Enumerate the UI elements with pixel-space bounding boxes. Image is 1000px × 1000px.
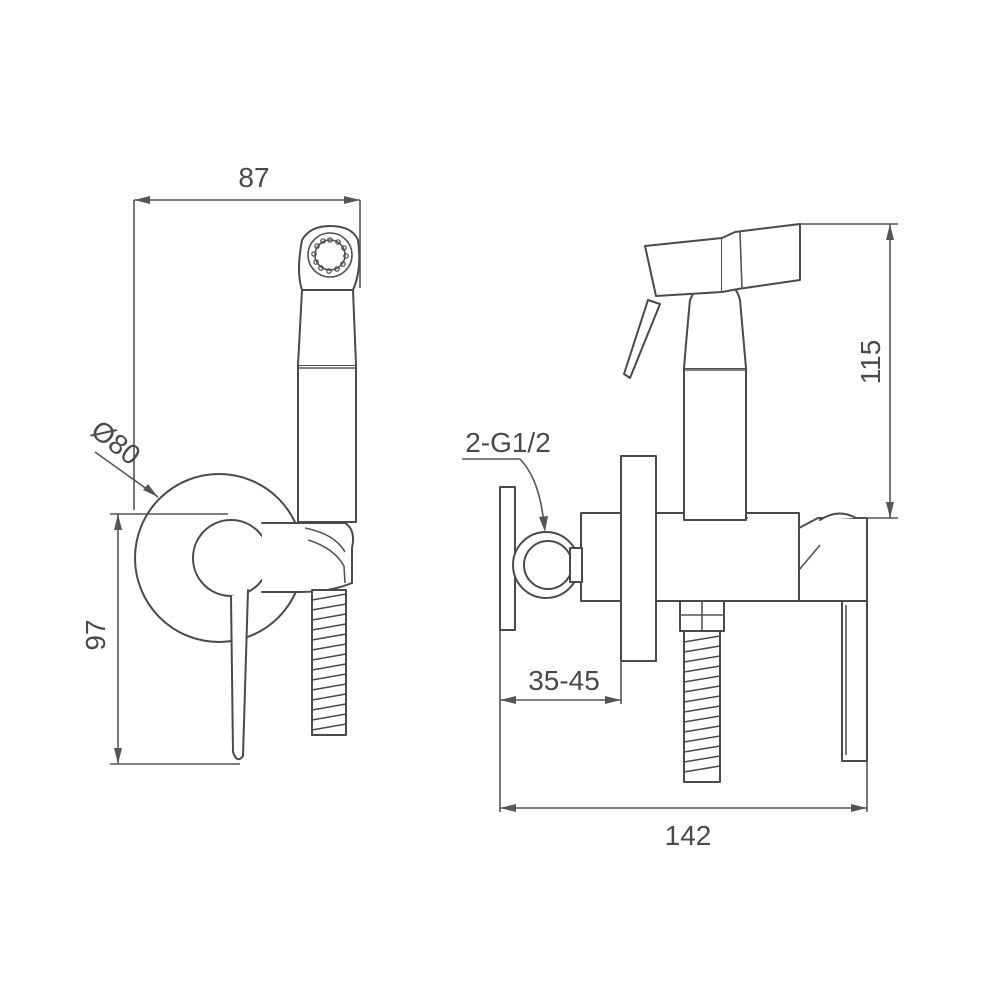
- dim-label-diameter: Ø80: [85, 414, 146, 471]
- hand-shower-head: [298, 225, 361, 291]
- front-view: 87 Ø80 97: [80, 162, 361, 765]
- hand-shower-body: [297, 364, 357, 523]
- shower-holder: [261, 522, 355, 593]
- spray-nozzles: [311, 237, 349, 274]
- mixer-knob: [192, 519, 270, 597]
- dim-label-97: 97: [80, 619, 111, 650]
- thread-callout: 2-G1/2: [462, 427, 551, 532]
- valve-body: [655, 512, 800, 602]
- dimension-87: 87: [133, 162, 361, 510]
- dimension-115: 115: [800, 223, 898, 519]
- thread-label: 2-G1/2: [465, 427, 551, 458]
- handle-housing: [798, 517, 868, 602]
- hose-side: [683, 630, 721, 783]
- dim-label-142: 142: [665, 820, 712, 851]
- sprayer-trigger: [623, 299, 661, 379]
- hand-shower-side-head: [644, 237, 723, 297]
- dim-label-115: 115: [855, 340, 886, 385]
- hose-front: [311, 589, 347, 736]
- dim-label-35-45: 35-45: [528, 665, 600, 696]
- hose-nut: [679, 600, 725, 632]
- valve-body-rear: [580, 512, 622, 602]
- cover-flange: [620, 455, 657, 662]
- connection-ring: [512, 531, 583, 599]
- hand-shower-side-body: [683, 367, 747, 521]
- dimension-97: 97: [80, 513, 240, 765]
- dimension-diameter-80: Ø80: [85, 414, 159, 498]
- lever-handle: [230, 589, 249, 761]
- dimension-142: 142: [500, 761, 868, 851]
- side-view: 2-G1/2 35-45 142 115: [462, 223, 898, 851]
- dim-label-87: 87: [238, 162, 269, 193]
- dimension-35-45: 35-45: [499, 630, 622, 812]
